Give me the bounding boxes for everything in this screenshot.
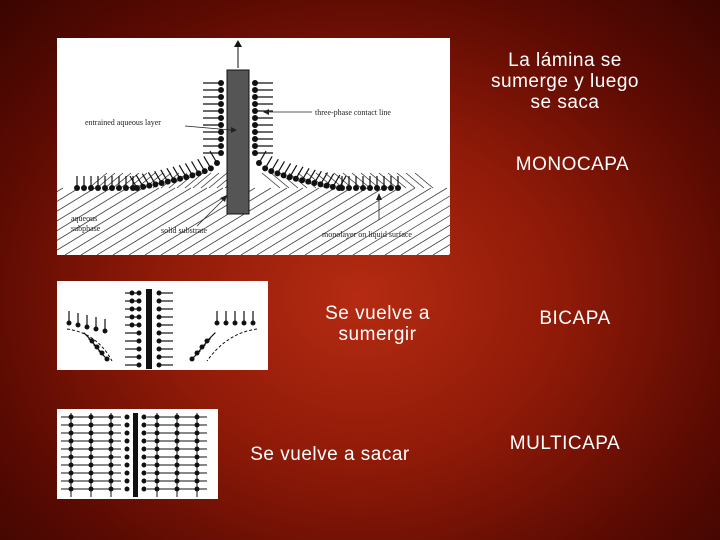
subphase-label: subphase: [71, 224, 101, 233]
aqueous-label: aqueous: [71, 214, 98, 223]
entrained-layer-label: entrained aqueous layer: [85, 118, 161, 127]
bilayer-substrate: [146, 289, 152, 369]
multilayer-diagram: [57, 409, 218, 499]
monolayer-diagram: entrained aqueous layer three-phase cont…: [57, 38, 450, 255]
monolayer-title: MONOCAPA: [515, 154, 630, 175]
bilayer-diagram: [57, 281, 268, 370]
multilayer-title: MULTICAPA: [509, 433, 621, 454]
up-arrow-icon: [234, 40, 242, 47]
bilayer-title: BICAPA: [539, 308, 611, 329]
bilayer-diagram-drawing: [66, 289, 258, 369]
monolayer-diagram-drawing: [57, 40, 450, 255]
contact-line-label: three-phase contact line: [315, 108, 391, 117]
bilayer-step-text: Se vuelve a sumergir: [325, 303, 430, 345]
substrate-plate: [226, 69, 250, 215]
multilayer-diagram-drawing: [61, 413, 207, 497]
substrate-label: solid substrate: [161, 226, 207, 235]
multilayer-substrate: [133, 413, 138, 497]
monolayer-surface-label: monolayer on liquid surface: [322, 230, 412, 239]
multilayer-step-text: Se vuelve a sacar: [250, 444, 410, 465]
monolayer-step-text: La lámina se sumerge y luego se saca: [491, 50, 639, 113]
